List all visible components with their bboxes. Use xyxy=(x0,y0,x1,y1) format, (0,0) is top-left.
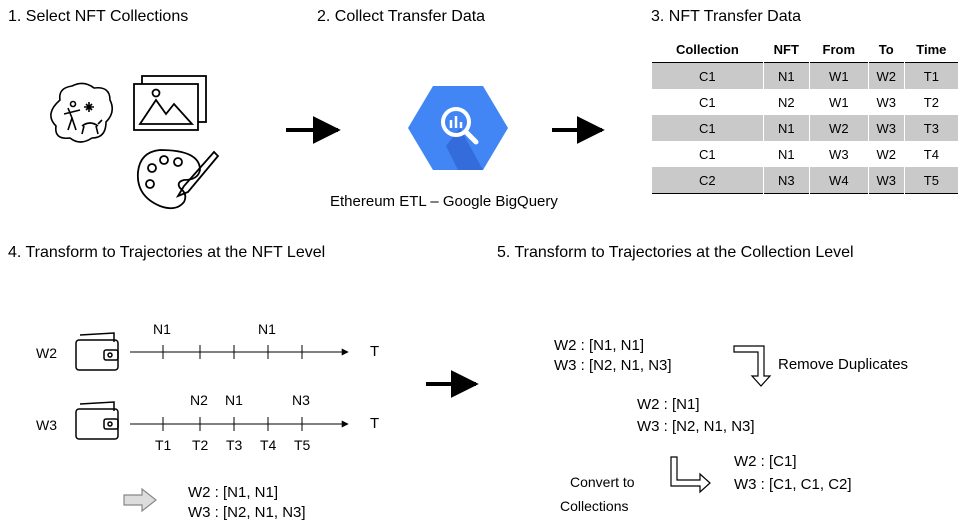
hollow-arrow-icon xyxy=(123,487,157,513)
wallet-w3-label: W3 xyxy=(36,417,57,433)
convert-arrow-icon xyxy=(670,456,711,494)
w3-nft-label: N3 xyxy=(292,392,310,408)
table-cell: W2 xyxy=(808,115,869,141)
table-cell: C1 xyxy=(699,146,716,162)
table-cell: C2 xyxy=(652,167,764,194)
table-cell: W3 xyxy=(808,141,869,167)
table-cell: N3 xyxy=(762,167,810,194)
table-cell: N2 xyxy=(762,89,810,115)
collection-w2: W2 : [C1] xyxy=(734,453,797,470)
nft-transfer-table: Collection NFT From To Time C1 N1 W1 W2 … xyxy=(652,36,958,194)
bigquery-logo-icon xyxy=(408,86,508,170)
table-cell: C1 xyxy=(652,62,764,89)
step2-title: 2. Collect Transfer Data xyxy=(317,8,486,25)
table-cell: N1 xyxy=(762,115,810,141)
bigquery-caption: Ethereum ETL – Google BigQuery xyxy=(330,193,558,210)
table-cell: N1 xyxy=(762,62,810,89)
cave-painting-icon xyxy=(50,82,114,143)
timeline-w3 xyxy=(130,417,349,431)
table-cell: T4 xyxy=(903,141,958,167)
time-tick-label: T3 xyxy=(226,437,243,453)
remove-duplicates-arrow-icon xyxy=(733,345,772,387)
table-cell: T1 xyxy=(903,62,958,89)
convert-label-2: Collections xyxy=(560,498,629,514)
table-row: C1 N1 W3 W2 T4 xyxy=(652,141,958,167)
axis-end-w3: T xyxy=(370,415,380,432)
dedup-w3: W3 : [N2, N1, N3] xyxy=(637,418,755,435)
image-gallery-icon xyxy=(133,75,207,131)
step3-title: 3. NFT Transfer Data xyxy=(651,8,801,25)
time-tick-label: T1 xyxy=(155,437,172,453)
table-cell: T5 xyxy=(903,167,958,194)
table-cell: N1 xyxy=(762,141,810,167)
wallet-w2-icon xyxy=(75,332,119,371)
dedup-w2: W2 : [N1] xyxy=(637,396,700,413)
time-tick-label: T2 xyxy=(192,437,209,453)
axis-end-w2: T xyxy=(370,343,380,360)
table-header-row: Collection NFT From To Time xyxy=(652,36,958,63)
palette-icon xyxy=(137,149,220,210)
collection-w3: W3 : [C1, C1, C2] xyxy=(734,476,852,493)
table-cell: W2 xyxy=(867,62,905,89)
table-cell: W3 xyxy=(867,89,905,115)
w2-nft-label: N1 xyxy=(153,321,171,337)
time-tick-label: T5 xyxy=(294,437,311,453)
w3-nft-label: N1 xyxy=(225,392,243,408)
table-cell: W2 xyxy=(867,141,905,167)
table-row: C2 N3 W4 W3 T5 xyxy=(652,167,958,194)
table-cell: T3 xyxy=(903,115,958,141)
nft-trajectory-w2: W2 : [N1, N1] xyxy=(188,484,279,501)
header-nft: NFT xyxy=(762,36,810,63)
header-time: Time xyxy=(903,36,958,63)
table-cell: C1 xyxy=(652,115,764,141)
wallet-w3-icon xyxy=(75,401,119,440)
table-cell: W4 xyxy=(808,167,869,194)
table-row: C1 N1 W2 W3 T3 xyxy=(652,115,958,141)
header-to: To xyxy=(867,36,905,63)
step5-title: 5. Transform to Trajectories at the Coll… xyxy=(497,244,854,261)
step4-title: 4. Transform to Trajectories at the NFT … xyxy=(8,244,326,261)
w2-nft-label: N1 xyxy=(258,321,276,337)
table-row: C1 N2 W1 W3 T2 xyxy=(652,89,958,115)
table-cell: W3 xyxy=(867,115,905,141)
table-cell: T2 xyxy=(903,89,958,115)
w3-nft-label: N2 xyxy=(190,392,208,408)
wallet-w2-label: W2 xyxy=(36,345,57,361)
header-collection: Collection xyxy=(675,41,739,57)
step1-title: 1. Select NFT Collections xyxy=(8,8,189,25)
table-cell: C1 xyxy=(699,94,716,110)
time-tick-label: T4 xyxy=(260,437,277,453)
remove-duplicates-label: Remove Duplicates xyxy=(778,356,909,373)
timeline-w2 xyxy=(130,345,349,359)
table-cell: W1 xyxy=(808,89,869,115)
table-row: C1 N1 W1 W2 T1 xyxy=(652,62,958,89)
header-from: From xyxy=(808,36,869,63)
before-w3: W3 : [N2, N1, N3] xyxy=(554,357,672,374)
table-cell: W3 xyxy=(867,167,905,194)
convert-label-1: Convert to xyxy=(570,474,635,490)
nft-trajectory-w3: W3 : [N2, N1, N3] xyxy=(188,504,306,521)
table-cell: W1 xyxy=(808,62,869,89)
before-w2: W2 : [N1, N1] xyxy=(554,337,645,354)
